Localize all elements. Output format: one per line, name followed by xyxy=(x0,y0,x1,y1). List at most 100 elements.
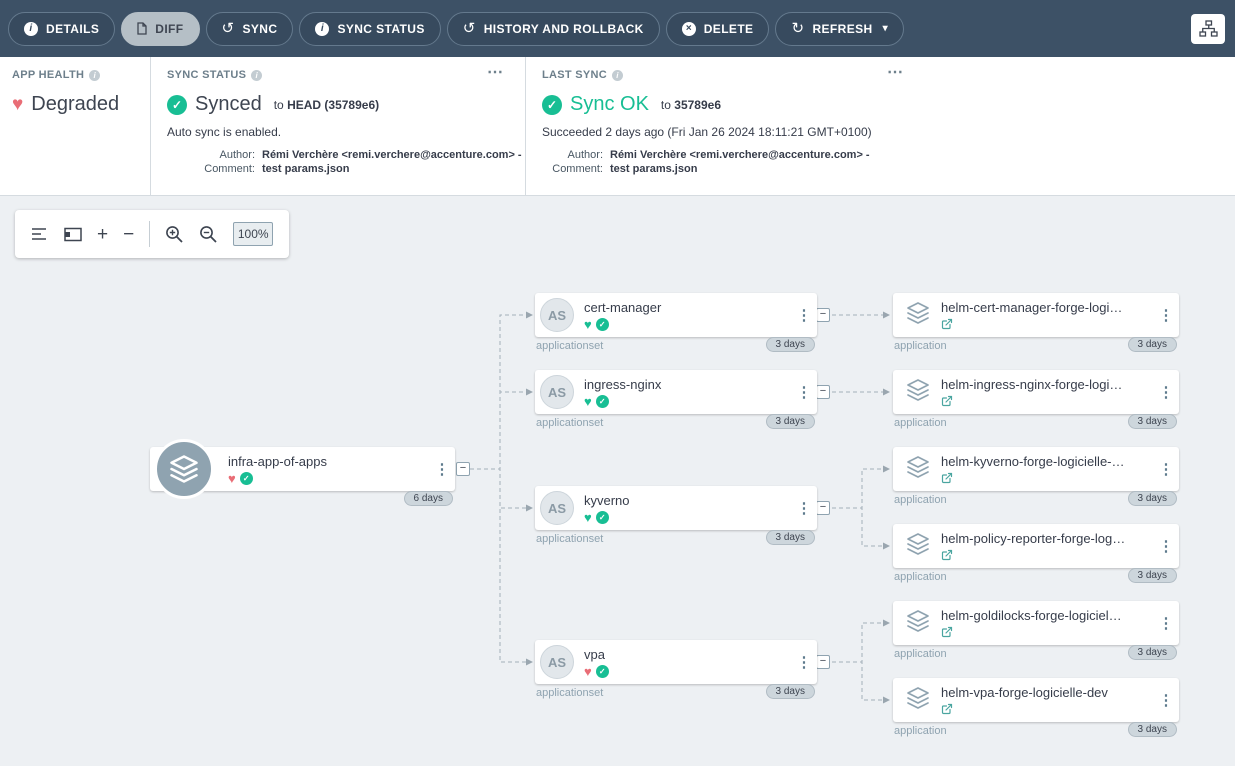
layout-icon[interactable] xyxy=(31,227,49,241)
details-button[interactable]: i DETAILS xyxy=(8,11,116,46)
history-icon: ↺ xyxy=(462,20,476,37)
diff-button-label: DIFF xyxy=(155,21,184,36)
node-age-badge: 3 days xyxy=(1127,722,1177,737)
collapse-cert-manager-button[interactable]: − xyxy=(816,308,830,322)
node-title: helm-policy-reporter-forge-log… xyxy=(941,530,1126,546)
node-menu-button[interactable]: ⋮ xyxy=(796,500,812,517)
zoom-out-button[interactable]: − xyxy=(123,223,135,245)
succeeded-text: Succeeded 2 days ago (Fri Jan 26 2024 18… xyxy=(542,125,872,139)
node-kind-label: application xyxy=(894,417,947,429)
node-title: kyverno xyxy=(584,492,630,508)
node-menu-button[interactable]: ⋮ xyxy=(1158,461,1174,478)
node-age-badge: 3 days xyxy=(765,337,815,352)
node-title: helm-kyverno-forge-logicielle-… xyxy=(941,453,1125,469)
node-vpa: AS vpa ♥ ✓ ⋮ applicationset 3 days xyxy=(535,640,817,699)
node-age-badge: 6 days xyxy=(403,491,453,506)
application-layers-icon xyxy=(905,301,931,330)
last-sync-value[interactable]: Sync OK xyxy=(570,93,649,115)
help-icon[interactable]: i xyxy=(251,69,263,81)
node-age-badge: 3 days xyxy=(1127,414,1177,429)
help-icon[interactable]: i xyxy=(89,69,101,81)
author-label: Author: xyxy=(219,149,255,161)
application-card[interactable]: helm-goldilocks-forge-logiciel… ⋮ xyxy=(893,601,1179,645)
collapse-vpa-button[interactable]: − xyxy=(816,655,830,669)
application-card[interactable]: helm-cert-manager-forge-logi… ⋮ xyxy=(893,293,1179,337)
sync-button[interactable]: ↺ SYNC xyxy=(205,11,294,46)
broken-heart-icon: ♥ xyxy=(12,94,24,115)
collapse-root-button[interactable]: − xyxy=(456,462,470,476)
magnifier-plus-icon[interactable] xyxy=(165,225,184,244)
external-link-icon[interactable] xyxy=(941,626,953,638)
application-card[interactable]: infra-app-of-apps ♥ ✓ ⋮ xyxy=(150,439,455,499)
comment-value: test params.json xyxy=(610,163,698,175)
node-menu-button[interactable]: ⋮ xyxy=(1158,307,1174,324)
node-menu-button[interactable]: ⋮ xyxy=(1158,692,1174,709)
last-sync-menu-button[interactable]: ⋯ xyxy=(887,64,903,81)
node-menu-button[interactable]: ⋮ xyxy=(1158,384,1174,401)
zoom-in-button[interactable]: + xyxy=(97,223,109,245)
collapse-ingress-nginx-button[interactable]: − xyxy=(816,385,830,399)
sync-icon: ↺ xyxy=(221,20,235,37)
node-infra-app-of-apps: infra-app-of-apps ♥ ✓ ⋮ 6 days xyxy=(150,439,455,506)
health-heart-icon: ♥ xyxy=(584,393,592,409)
delete-button[interactable]: × DELETE xyxy=(665,11,770,46)
sync-status-panel: SYNC STATUS i ✓ Synced to HEAD (35789e6)… xyxy=(150,57,525,195)
application-card[interactable]: helm-ingress-nginx-forge-logi… ⋮ xyxy=(893,370,1179,414)
help-icon[interactable]: i xyxy=(612,69,624,81)
revision-text[interactable]: HEAD (35789e6) xyxy=(287,97,380,112)
node-title: ingress-nginx xyxy=(584,376,662,392)
revision-text[interactable]: 35789e6 xyxy=(674,97,721,112)
magnifier-minus-icon[interactable] xyxy=(199,225,218,244)
zoom-level-input[interactable] xyxy=(233,222,274,246)
node-menu-button[interactable]: ⋮ xyxy=(434,461,450,478)
sync-check-icon: ✓ xyxy=(595,510,609,524)
comment-label: Comment: xyxy=(204,163,255,175)
applicationset-card[interactable]: AS ingress-nginx ♥ ✓ ⋮ xyxy=(535,370,817,414)
external-link-icon[interactable] xyxy=(941,318,953,330)
status-bar: APP HEALTH i ♥ Degraded SYNC STATUS i ✓ … xyxy=(0,57,1235,196)
sync-check-icon: ✓ xyxy=(595,394,609,408)
sync-status-button[interactable]: i SYNC STATUS xyxy=(299,11,441,46)
applicationset-card[interactable]: AS kyverno ♥ ✓ ⋮ xyxy=(535,486,817,530)
node-title: helm-goldilocks-forge-logiciel… xyxy=(941,607,1122,623)
node-menu-button[interactable]: ⋮ xyxy=(796,654,812,671)
applicationset-card[interactable]: AS vpa ♥ ✓ ⋮ xyxy=(535,640,817,684)
details-button-label: DETAILS xyxy=(46,21,100,36)
sync-status-value[interactable]: Synced xyxy=(195,93,262,115)
sitemap-icon xyxy=(1198,20,1218,37)
app-health-panel: APP HEALTH i ♥ Degraded xyxy=(0,57,150,195)
fit-to-screen-icon[interactable] xyxy=(64,227,82,242)
node-menu-button[interactable]: ⋮ xyxy=(1158,615,1174,632)
applicationset-card[interactable]: AS cert-manager ♥ ✓ ⋮ xyxy=(535,293,817,337)
sync-status-menu-button[interactable]: ⋯ xyxy=(487,64,503,81)
refresh-button[interactable]: ↻ REFRESH ▾ xyxy=(775,11,904,46)
sync-ok-check-icon: ✓ xyxy=(542,94,562,115)
external-link-icon[interactable] xyxy=(941,703,953,715)
node-menu-button[interactable]: ⋮ xyxy=(1158,538,1174,555)
sync-status-label-text: SYNC STATUS xyxy=(167,69,247,81)
node-title: helm-cert-manager-forge-logi… xyxy=(941,299,1123,315)
network-view-toggle[interactable] xyxy=(1191,13,1225,44)
application-card[interactable]: helm-vpa-forge-logicielle-dev ⋮ xyxy=(893,678,1179,722)
external-link-icon[interactable] xyxy=(941,395,953,407)
application-card[interactable]: helm-kyverno-forge-logicielle-… ⋮ xyxy=(893,447,1179,491)
diff-button[interactable]: DIFF xyxy=(121,11,200,46)
node-title: cert-manager xyxy=(584,299,662,315)
node-menu-button[interactable]: ⋮ xyxy=(796,384,812,401)
node-age-badge: 3 days xyxy=(765,530,815,545)
node-kind-label: applicationset xyxy=(536,417,604,429)
external-link-icon[interactable] xyxy=(941,549,953,561)
node-kind-label: application xyxy=(894,725,947,737)
collapse-kyverno-button[interactable]: − xyxy=(816,501,830,515)
history-rollback-button-label: HISTORY AND ROLLBACK xyxy=(483,21,644,36)
application-card[interactable]: helm-policy-reporter-forge-log… ⋮ xyxy=(893,524,1179,568)
health-heart-icon: ♥ xyxy=(584,663,592,679)
node-helm-cert-manager: helm-cert-manager-forge-logi… ⋮ applicat… xyxy=(893,293,1179,352)
history-rollback-button[interactable]: ↺ HISTORY AND ROLLBACK xyxy=(446,11,660,46)
node-title: infra-app-of-apps xyxy=(228,453,327,469)
node-title: vpa xyxy=(584,646,605,662)
health-heart-icon: ♥ xyxy=(228,470,236,486)
application-graph: + − − − − − − infra-app-of-apps ♥ ✓ xyxy=(0,196,1235,766)
external-link-icon[interactable] xyxy=(941,472,953,484)
node-menu-button[interactable]: ⋮ xyxy=(796,307,812,324)
